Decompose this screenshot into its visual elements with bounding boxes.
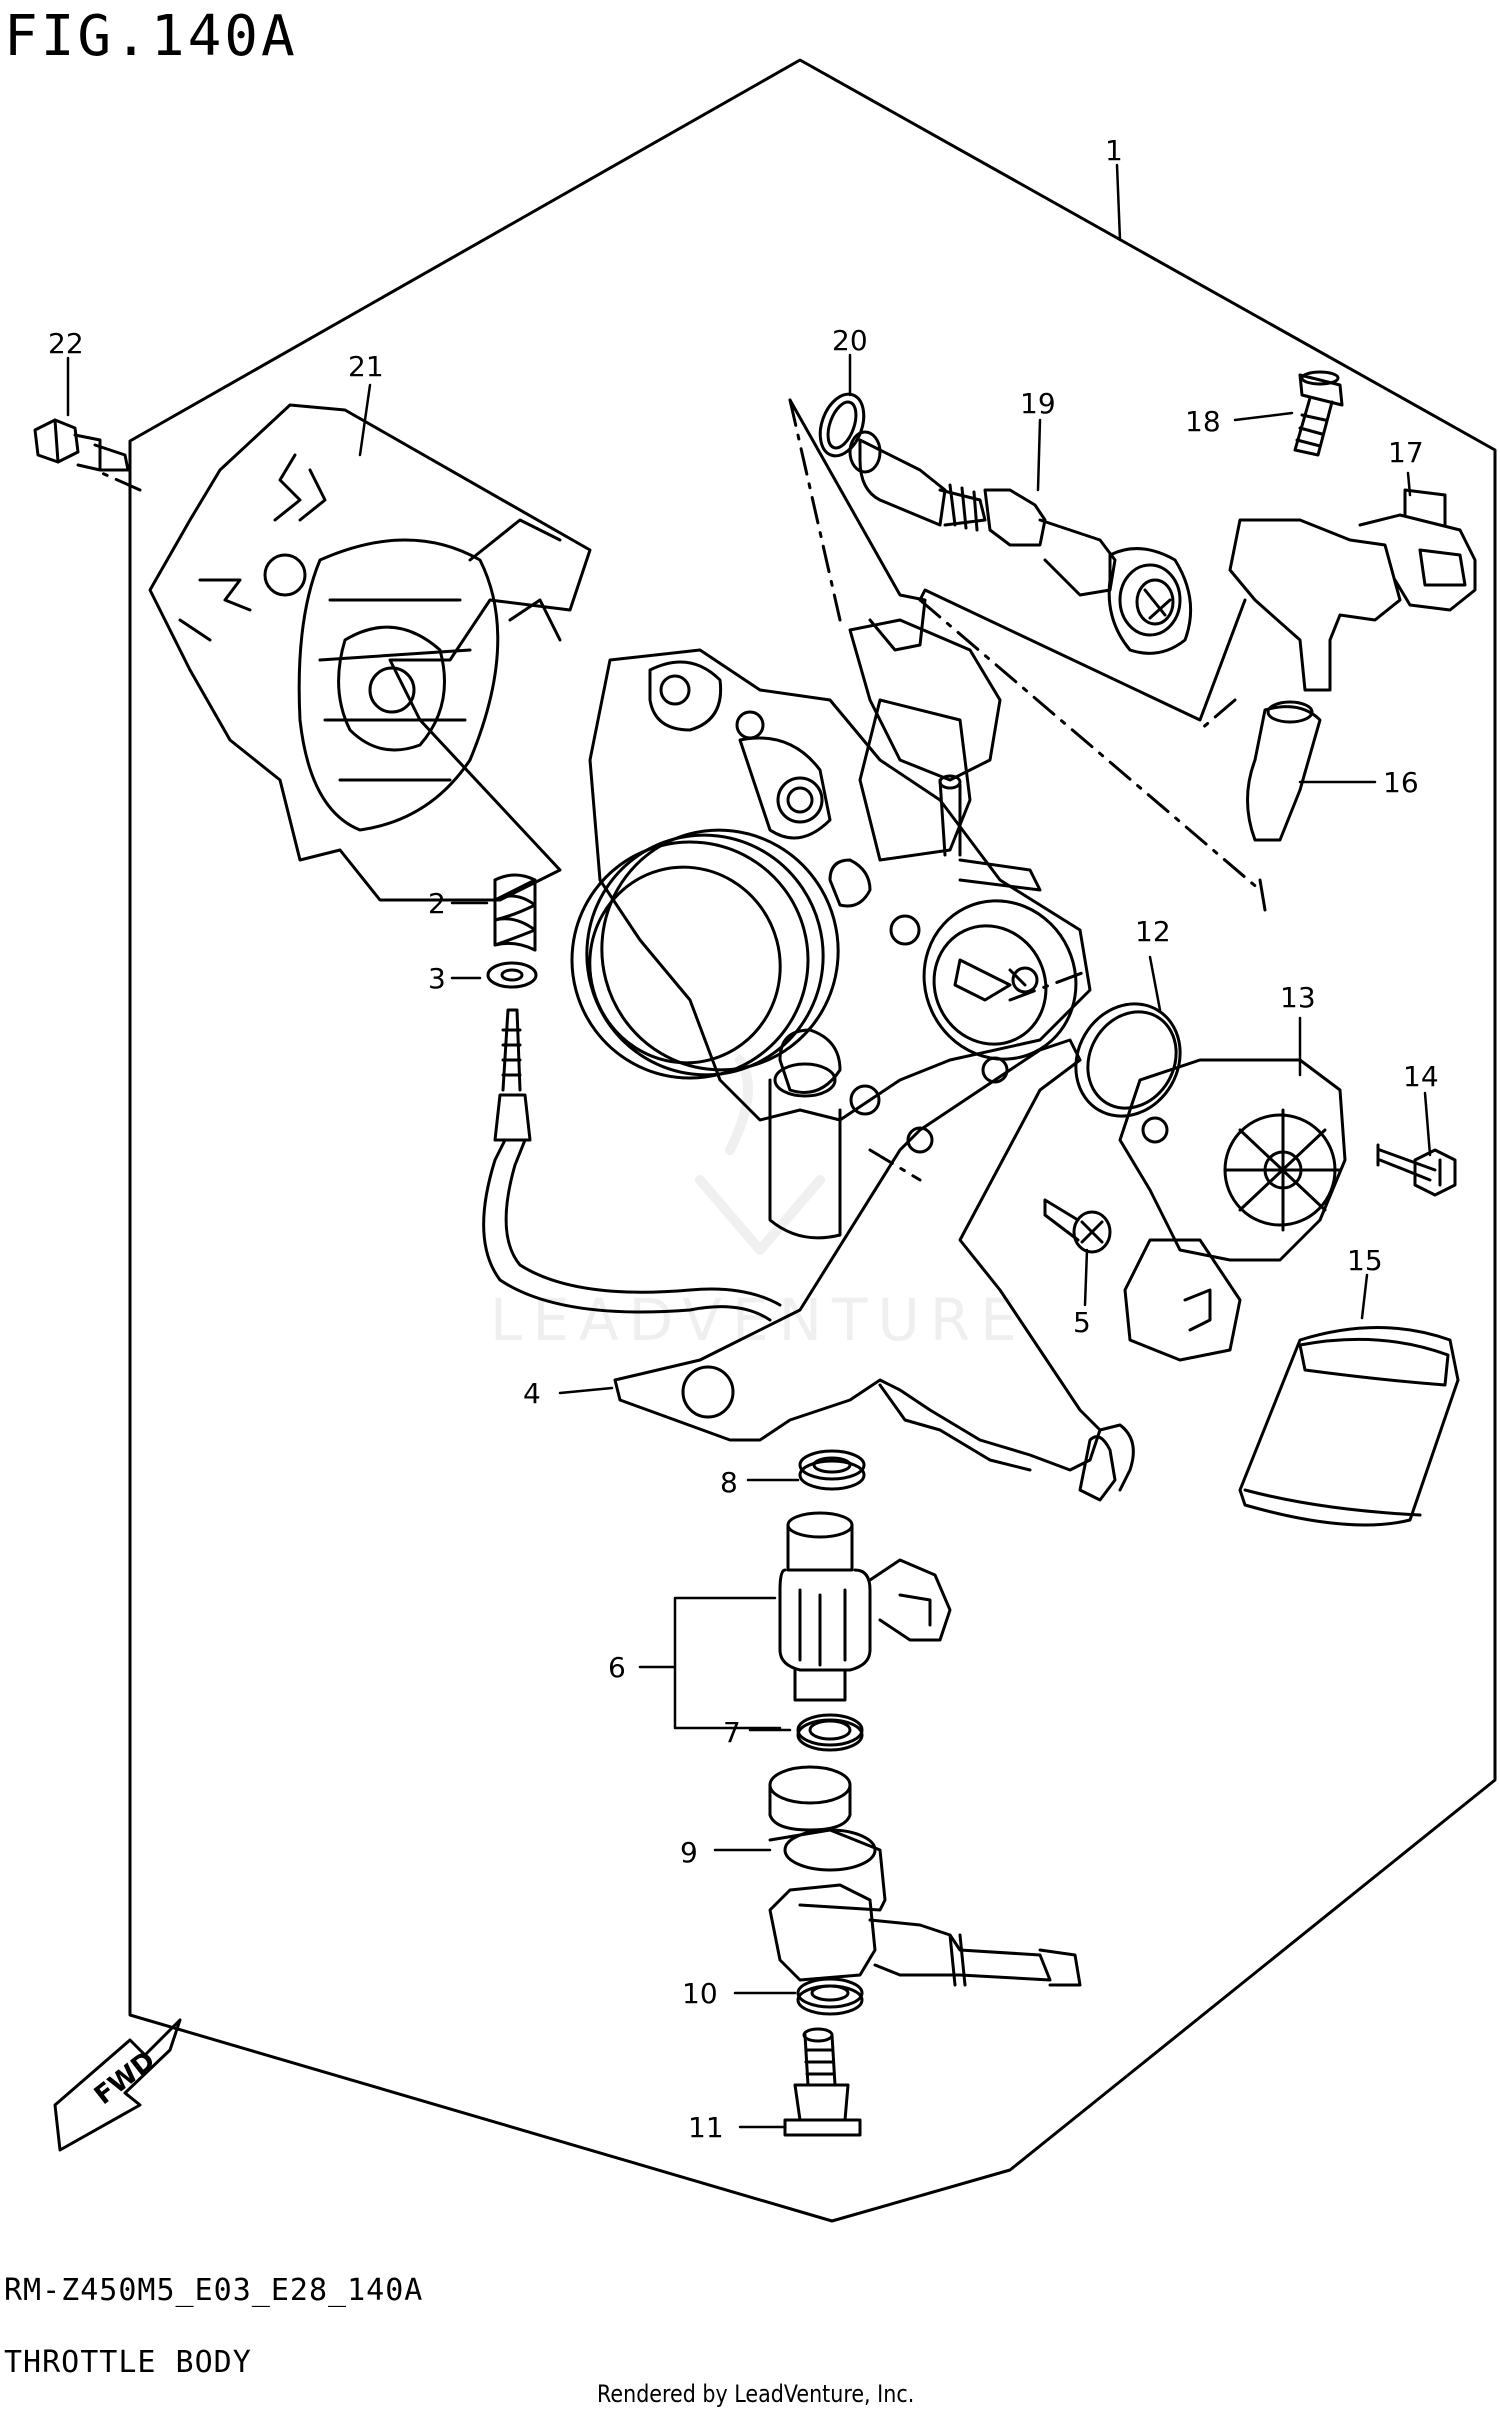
part-19-valve [848, 430, 1193, 655]
render-credit: Rendered by LeadVenture, Inc. [597, 2380, 915, 2408]
callout-9: 9 [680, 1836, 698, 1869]
part-13-throttle-position-sensor [1118, 1058, 1347, 1362]
callout-numbers: 1 2 3 4 5 6 7 8 9 10 11 12 13 14 15 16 1… [48, 134, 1439, 2144]
part-11-bolt [783, 2027, 862, 2137]
watermark-logo [695, 1055, 825, 1255]
callout-1: 1 [1105, 134, 1123, 167]
part-20-o-ring [818, 392, 866, 458]
section-title: THROTTLE BODY [4, 2345, 252, 2380]
part-2-spring [493, 873, 537, 952]
callout-4: 4 [523, 1377, 541, 1410]
callout-10: 10 [682, 1977, 718, 2010]
callout-12: 12 [1135, 915, 1171, 948]
part-8-o-ring [798, 1449, 866, 1491]
assembly-outline [128, 58, 1497, 2223]
part-16-hose [1246, 700, 1322, 842]
callout-19: 19 [1020, 387, 1056, 420]
throttle-cable [482, 1008, 782, 1322]
callout-5: 5 [1073, 1306, 1091, 1339]
throttle-outlet-port [922, 899, 1078, 1061]
part-12-o-ring [1074, 1002, 1182, 1118]
assembly-dashed-leaders [93, 398, 1262, 1182]
part-6-injector [778, 1511, 952, 1702]
sensor-bracket-outline [788, 398, 1267, 912]
fwd-label: FWD [89, 2046, 161, 2112]
part-3-washer [486, 961, 538, 989]
callout-21: 21 [348, 350, 384, 383]
watermark: LEADVENTURE [490, 1286, 1027, 1354]
part-17-sensor [1228, 488, 1477, 692]
part-14-screw [1376, 1143, 1457, 1197]
throttle-bore-inlet [570, 828, 840, 1080]
throttle-body-housing [588, 618, 1092, 1240]
part-9-delivery-pipe [768, 1765, 1082, 1987]
model-code: RM-Z450M5_E03_E28_140A [4, 2273, 424, 2308]
callout-18: 18 [1185, 405, 1221, 438]
callout-3: 3 [428, 962, 446, 995]
callout-11: 11 [688, 2111, 724, 2144]
part-21-cover-bracket [148, 403, 592, 902]
callout-22: 22 [48, 327, 84, 360]
fwd-direction-arrow: FWD [53, 2018, 182, 2152]
part-18-screw [1293, 370, 1344, 457]
callout-17: 17 [1388, 436, 1424, 469]
callout-16: 16 [1383, 766, 1419, 799]
figure-title: FIG.140A [4, 4, 298, 69]
callout-8: 8 [720, 1466, 738, 1499]
callout-20: 20 [832, 324, 868, 357]
part-15-cover [1238, 1326, 1460, 1527]
callout-7: 7 [723, 1716, 741, 1749]
part-10-washer [796, 1977, 864, 2016]
part-7-seal [796, 1713, 864, 1752]
callout-14: 14 [1403, 1060, 1439, 1093]
callout-2: 2 [428, 887, 446, 920]
callout-15: 15 [1347, 1244, 1383, 1277]
callout-13: 13 [1280, 981, 1316, 1014]
callout-6: 6 [608, 1651, 626, 1684]
part-22-bolt [33, 418, 130, 472]
part-5-screw [1043, 1198, 1112, 1254]
callout-leader-lines [66, 163, 1432, 2129]
part-4-bracket [613, 1038, 1135, 1502]
